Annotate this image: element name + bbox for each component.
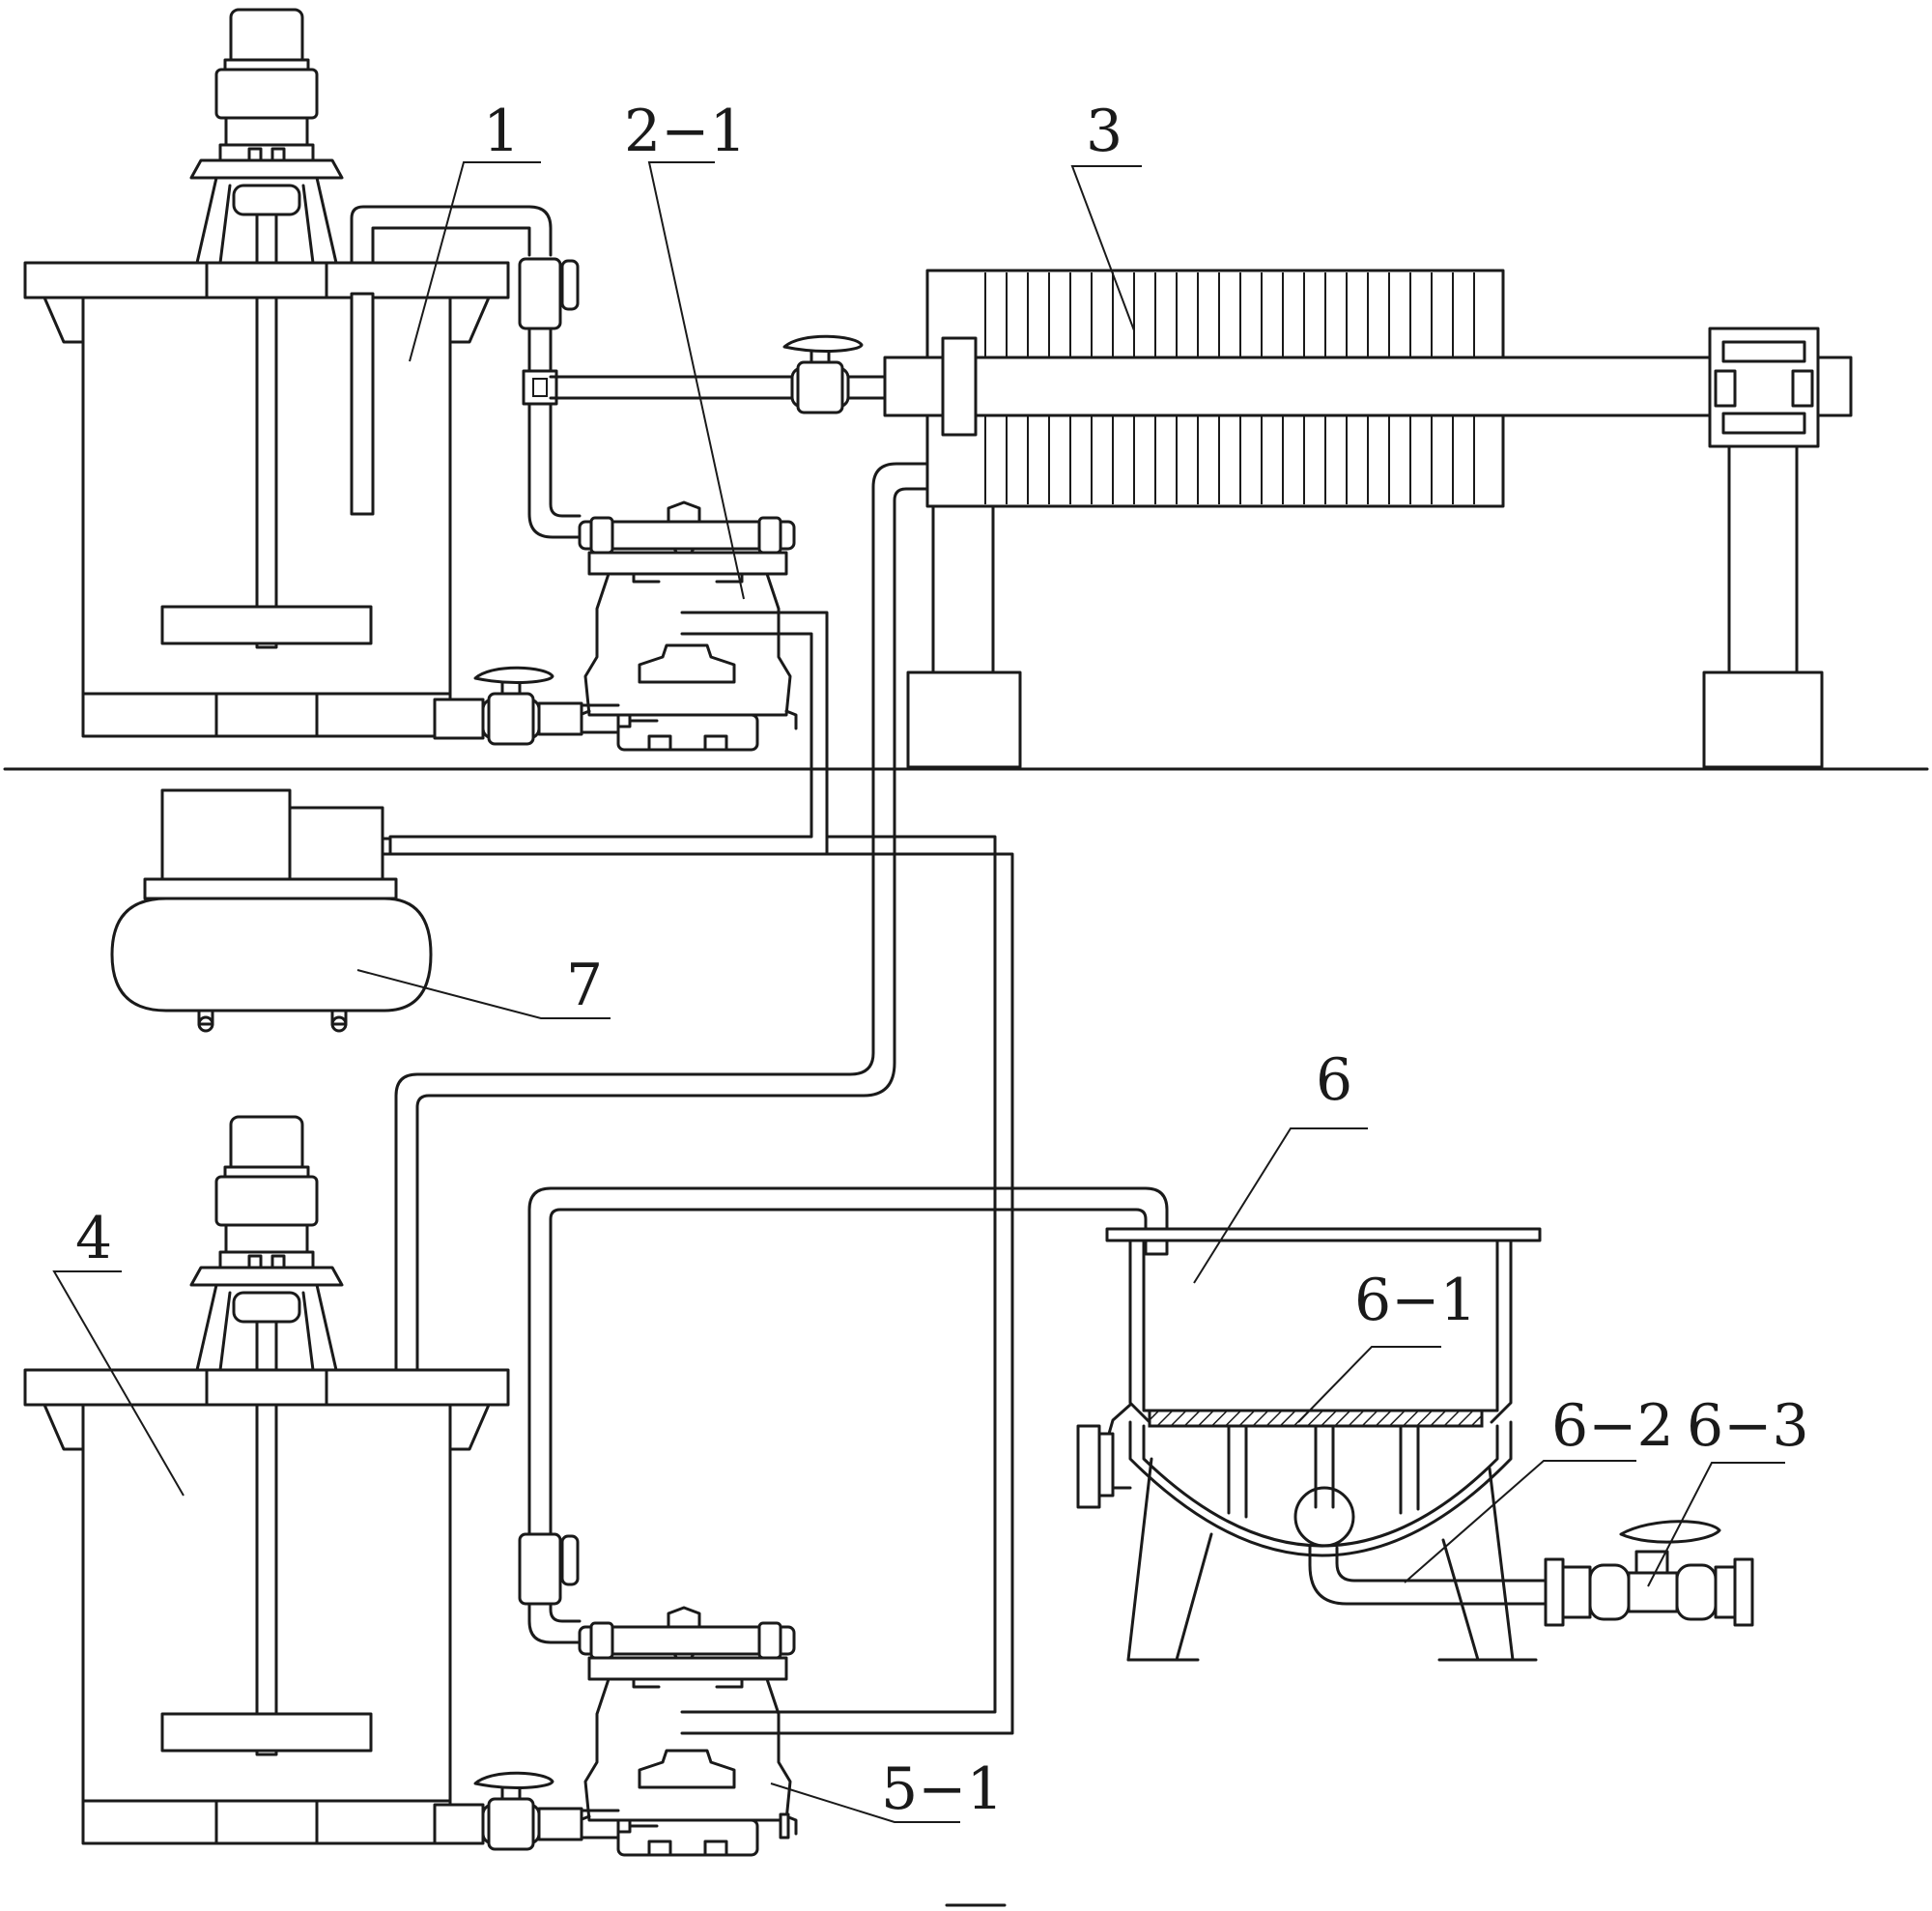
compressed-air-lines: [388, 611, 1014, 1735]
mixing-tank-1: [23, 8, 510, 738]
filter-press-feed-pipe: [549, 334, 887, 414]
diaphragm-pump-5-1: [578, 1606, 798, 1857]
label-outlet-valve-6-3: 6−3: [1687, 1392, 1809, 1460]
label-tank-1: 1: [483, 98, 520, 165]
filtrate-return-pipe: [394, 462, 929, 1372]
label-pump-5-1: 5−1: [881, 1755, 1004, 1823]
filter-plate-6-1: [1148, 1409, 1484, 1428]
tank4-outlet-line: [433, 1771, 659, 1851]
label-tank-4: 4: [75, 1205, 112, 1272]
tank1-return-pipe: [350, 205, 582, 539]
leader-lines: [52, 161, 1785, 1823]
label-pump-2-1: 2−1: [624, 98, 747, 165]
label-vessel-6: 6: [1316, 1046, 1352, 1114]
tank1-outlet-line: [433, 666, 659, 746]
diaphragm-pump-2-1: [578, 500, 798, 752]
pump5-discharge-pipe: [518, 1186, 1169, 1644]
filter-press-3: [883, 269, 1853, 769]
air-compressor-7: [110, 788, 433, 1033]
label-outlet-pipe-6-2: 6−2: [1551, 1392, 1674, 1460]
filter-vessel-6: [1076, 1227, 1542, 1662]
outlet-pipe-6-2: [1308, 1544, 1565, 1627]
label-compressor-7: 7: [566, 952, 603, 1019]
label-filter-press-3: 3: [1086, 98, 1122, 165]
outlet-valve-6-3: [1561, 1520, 1754, 1627]
label-filter-plate-6-1: 6−1: [1354, 1267, 1477, 1334]
